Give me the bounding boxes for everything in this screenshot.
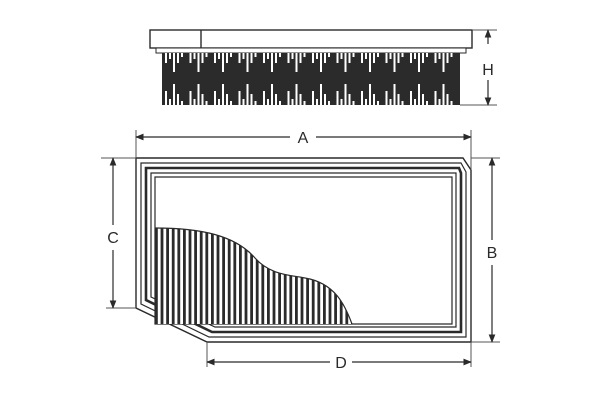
dim-label-a: A <box>298 130 309 147</box>
dim-label-b: B <box>487 245 498 262</box>
dim-label-c: C <box>107 230 119 247</box>
pleat-media <box>162 53 460 105</box>
side-view: H <box>149 29 497 106</box>
frame-2 <box>140 162 467 338</box>
cutaway-edge <box>154 227 353 325</box>
pleat-pattern <box>165 53 453 105</box>
dim-label-h: H <box>482 62 494 79</box>
filter-rim <box>149 29 473 49</box>
rim-lip <box>155 47 467 54</box>
top-view: A B C D <box>101 130 500 372</box>
frame-3 <box>144 166 463 334</box>
dim-label-d: D <box>335 355 347 372</box>
frame-4 <box>150 172 457 328</box>
